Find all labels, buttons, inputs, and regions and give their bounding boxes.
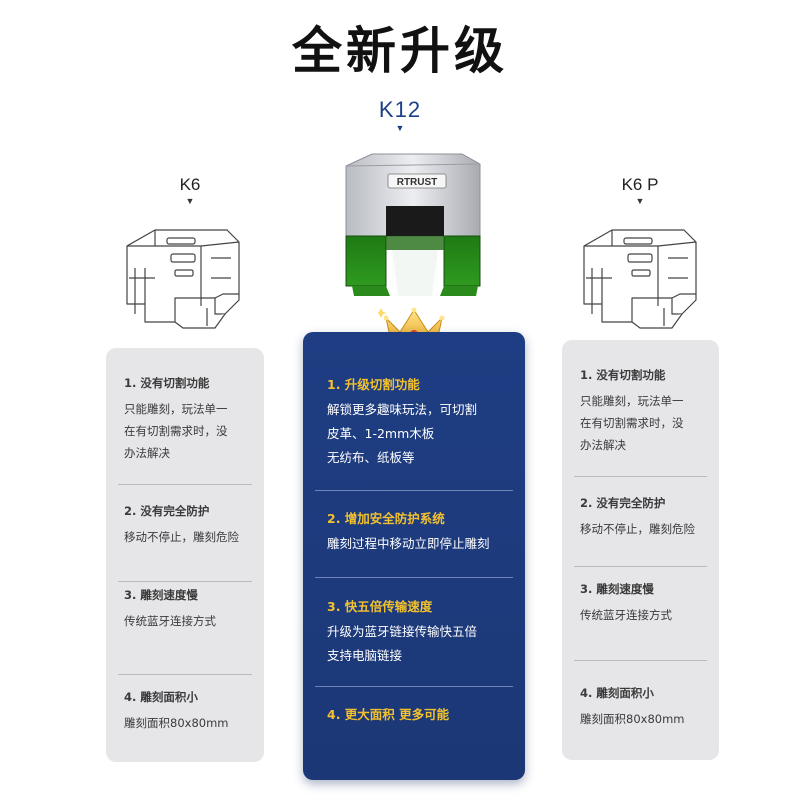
feature-body-line: 解锁更多趣味玩法，可切割 (327, 402, 478, 417)
divider (118, 484, 252, 485)
feature-item: 2. 没有完全防护 移动不停止，雕刻危险 (562, 494, 719, 540)
feature-body-line: 办法解决 (580, 438, 626, 452)
k12-machine-illustration: RTRUST (345, 153, 481, 296)
feature-title: 2. 增加安全防护系统 (327, 511, 445, 526)
feature-body: 解锁更多趣味玩法，可切割 皮革、1-2mm木板 无纺布、纸板等 (327, 398, 501, 470)
feature-title: 1. 升级切割功能 (327, 377, 420, 392)
feature-body-line: 在有切割需求时，没 (580, 416, 684, 430)
model-name-k6: K6 (179, 175, 201, 194)
feature-body: 传统蓝牙连接方式 (124, 610, 246, 632)
feature-body: 只能雕刻，玩法单一 在有切割需求时，没 办法解决 (124, 398, 246, 464)
feature-body-line: 在有切割需求时，没 (124, 424, 228, 438)
feature-body-line: 传统蓝牙连接方式 (124, 614, 216, 628)
feature-body-line: 雕刻过程中移动立即停止雕刻 (327, 536, 490, 551)
card-k6: 1. 没有切割功能 只能雕刻，玩法单一 在有切割需求时，没 办法解决 2. 没有… (106, 348, 264, 762)
feature-body-line: 移动不停止，雕刻危险 (124, 530, 239, 544)
feature-item: 1. 升级切割功能 解锁更多趣味玩法，可切割 皮革、1-2mm木板 无纺布、纸板… (303, 376, 525, 470)
feature-body-line: 支持电脑链接 (327, 648, 403, 663)
model-label-k6p: K6 P ▼ (600, 175, 680, 207)
feature-body-line: 只能雕刻，玩法单一 (580, 394, 684, 408)
feature-title: 1. 没有切割功能 (124, 376, 210, 390)
feature-body: 只能雕刻，玩法单一 在有切割需求时，没 办法解决 (580, 390, 701, 456)
feature-title: 2. 没有完全防护 (124, 504, 210, 518)
feature-body-line: 雕刻面积80x80mm (580, 712, 685, 726)
arrow-down-icon: ▼ (635, 195, 645, 206)
feature-title: 4. 雕刻面积小 (580, 686, 654, 700)
divider (118, 581, 252, 582)
card-k6p: 1. 没有切割功能 只能雕刻，玩法单一 在有切割需求时，没 办法解决 2. 没有… (562, 340, 719, 760)
page-title: 全新升级 (292, 22, 508, 80)
feature-item: 2. 增加安全防护系统 雕刻过程中移动立即停止雕刻 (303, 510, 525, 556)
feature-body-line: 升级为蓝牙链接传输快五倍 (327, 624, 478, 639)
feature-body: 升级为蓝牙链接传输快五倍 支持电脑链接 (327, 620, 501, 668)
feature-body: 传统蓝牙连接方式 (580, 604, 701, 626)
feature-title: 2. 没有完全防护 (580, 496, 666, 510)
feature-title: 3. 雕刻速度慢 (124, 588, 198, 602)
model-name-k12: K12 (378, 97, 422, 122)
card-k12: 1. 升级切割功能 解锁更多趣味玩法，可切割 皮革、1-2mm木板 无纺布、纸板… (303, 332, 525, 780)
feature-body: 移动不停止，雕刻危险 (580, 518, 701, 540)
feature-body-line: 办法解决 (124, 446, 170, 460)
feature-body: 雕刻面积80x80mm (580, 708, 701, 730)
feature-item: 4. 雕刻面积小 雕刻面积80x80mm (562, 684, 719, 730)
feature-title: 4. 雕刻面积小 (124, 690, 198, 704)
arrow-down-icon: ▼ (185, 195, 195, 206)
feature-body: 雕刻过程中移动立即停止雕刻 (327, 532, 501, 556)
divider (574, 566, 707, 567)
feature-body-line: 无纺布、纸板等 (327, 450, 415, 465)
feature-body-line: 皮革、1-2mm木板 (327, 426, 435, 441)
model-label-k6: K6 ▼ (150, 175, 230, 207)
feature-title: 3. 快五倍传输速度 (327, 599, 433, 614)
feature-item: 1. 没有切割功能 只能雕刻，玩法单一 在有切割需求时，没 办法解决 (562, 366, 719, 456)
feature-title: 1. 没有切割功能 (580, 368, 666, 382)
feature-item: 4. 雕刻面积小 雕刻面积80x80mm (106, 688, 264, 734)
arrow-down-icon: ▼ (395, 123, 405, 134)
divider (118, 674, 252, 675)
feature-item: 3. 快五倍传输速度 升级为蓝牙链接传输快五倍 支持电脑链接 (303, 598, 525, 668)
divider (315, 577, 513, 578)
k6-machine-illustration (126, 229, 240, 329)
feature-body-line: 移动不停止，雕刻危险 (580, 522, 695, 536)
feature-item: 3. 雕刻速度慢 传统蓝牙连接方式 (562, 580, 719, 626)
model-name-k6p: K6 P (621, 175, 659, 194)
feature-item: 4. 更大面积 更多可能 (303, 706, 525, 724)
feature-item: 1. 没有切割功能 只能雕刻，玩法单一 在有切割需求时，没 办法解决 (106, 374, 264, 464)
k6p-machine-illustration (583, 229, 697, 329)
feature-body-line: 传统蓝牙连接方式 (580, 608, 672, 622)
divider (574, 660, 707, 661)
feature-item: 2. 没有完全防护 移动不停止，雕刻危险 (106, 502, 264, 548)
divider (315, 490, 513, 491)
model-label-k12: K12 ▼ (350, 97, 450, 134)
feature-title: 4. 更大面积 更多可能 (327, 707, 450, 722)
feature-body: 雕刻面积80x80mm (124, 712, 246, 734)
brand-text: RTRUST (397, 177, 438, 188)
feature-item: 3. 雕刻速度慢 传统蓝牙连接方式 (106, 586, 264, 632)
divider (574, 476, 707, 477)
divider (315, 686, 513, 687)
feature-body-line: 只能雕刻，玩法单一 (124, 402, 228, 416)
feature-title: 3. 雕刻速度慢 (580, 582, 654, 596)
feature-body: 移动不停止，雕刻危险 (124, 526, 246, 548)
feature-body-line: 雕刻面积80x80mm (124, 716, 229, 730)
